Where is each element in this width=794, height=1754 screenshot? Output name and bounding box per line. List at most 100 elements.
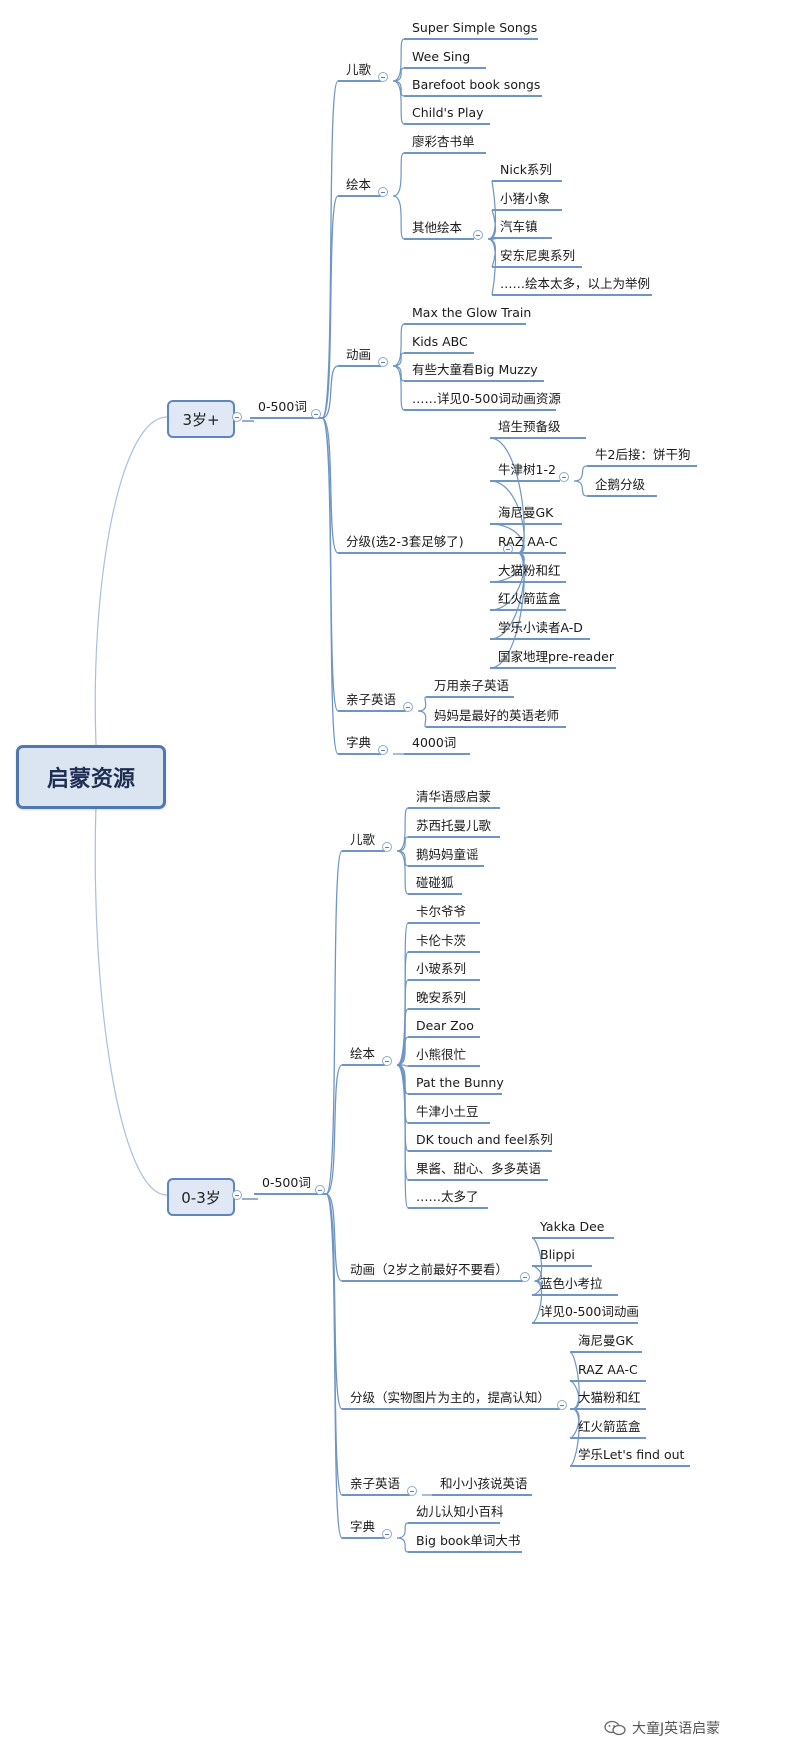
leaf-node[interactable]: Kids ABC bbox=[412, 334, 468, 350]
collapse-toggle-icon[interactable] bbox=[557, 1400, 567, 1410]
category-node[interactable]: 分级(选2-3套足够了) bbox=[346, 534, 464, 550]
leaf-node[interactable]: 海尼曼GK bbox=[578, 1333, 633, 1349]
collapse-toggle-icon[interactable] bbox=[378, 745, 388, 755]
collapse-toggle-icon[interactable] bbox=[403, 702, 413, 712]
leaf-node[interactable]: 清华语感启蒙 bbox=[416, 789, 491, 805]
leaf-node[interactable]: Big book单词大书 bbox=[416, 1533, 520, 1549]
leaf-node[interactable]: Yakka Dee bbox=[540, 1219, 604, 1235]
leaf-node[interactable]: 鹅妈妈童谣 bbox=[416, 847, 479, 863]
node-underline bbox=[532, 1237, 614, 1239]
leaf-node[interactable]: Barefoot book songs bbox=[412, 77, 540, 93]
node-underline bbox=[587, 465, 697, 467]
leaf-node[interactable]: 果酱、甜心、多多英语 bbox=[416, 1161, 541, 1177]
sub-leaf-node-label: ……绘本太多，以上为举例 bbox=[500, 276, 651, 291]
leaf-node-label: Kids ABC bbox=[412, 334, 468, 349]
collapse-toggle-icon[interactable] bbox=[232, 1190, 242, 1200]
leaf-node[interactable]: Child's Play bbox=[412, 105, 484, 121]
category-node[interactable]: 字典 bbox=[350, 1519, 375, 1535]
leaf-node[interactable]: 其他绘本 bbox=[412, 220, 462, 236]
root-node[interactable]: 启蒙资源 bbox=[16, 745, 166, 809]
age-sub-node[interactable]: 0-500词 bbox=[258, 399, 307, 415]
collapse-toggle-icon[interactable] bbox=[407, 1486, 417, 1496]
leaf-node[interactable]: 海尼曼GK bbox=[498, 505, 553, 521]
leaf-node[interactable]: 蓝色小考拉 bbox=[540, 1276, 603, 1292]
leaf-node[interactable]: 培生预备级 bbox=[498, 419, 561, 435]
collapse-toggle-icon[interactable] bbox=[382, 842, 392, 852]
leaf-node[interactable]: 大猫粉和红 bbox=[498, 563, 561, 579]
category-node[interactable]: 字典 bbox=[346, 735, 371, 751]
leaf-node[interactable]: 苏西托曼儿歌 bbox=[416, 818, 491, 834]
node-underline bbox=[404, 323, 526, 325]
leaf-node[interactable]: Max the Glow Train bbox=[412, 305, 531, 321]
leaf-node[interactable]: 大猫粉和红 bbox=[578, 1390, 641, 1406]
collapse-toggle-icon[interactable] bbox=[559, 472, 569, 482]
sub-leaf-node[interactable]: 小猪小象 bbox=[500, 191, 550, 207]
category-node-label: 动画（2岁之前最好不要看） bbox=[350, 1262, 508, 1277]
leaf-node[interactable]: 幼儿认知小百科 bbox=[416, 1504, 504, 1520]
leaf-node[interactable]: Blippi bbox=[540, 1247, 575, 1263]
leaf-node-label: 小玻系列 bbox=[416, 961, 467, 976]
collapse-toggle-icon[interactable] bbox=[473, 230, 483, 240]
category-node[interactable]: 动画 bbox=[346, 347, 371, 363]
leaf-node[interactable]: 万用亲子英语 bbox=[434, 678, 509, 694]
leaf-node[interactable]: 和小小孩说英语 bbox=[440, 1476, 528, 1492]
sub-leaf-node[interactable]: Nick系列 bbox=[500, 162, 552, 178]
leaf-node[interactable]: 国家地理pre-reader bbox=[498, 649, 614, 665]
node-underline bbox=[404, 38, 538, 40]
leaf-node[interactable]: 牛津小土豆 bbox=[416, 1104, 479, 1120]
sub-leaf-node[interactable]: 安东尼奥系列 bbox=[500, 248, 575, 264]
category-node[interactable]: 儿歌 bbox=[346, 62, 371, 78]
collapse-toggle-icon[interactable] bbox=[315, 1185, 325, 1195]
leaf-node[interactable]: RAZ AA-C bbox=[498, 534, 558, 550]
collapse-toggle-icon[interactable] bbox=[378, 187, 388, 197]
category-node[interactable]: 绘本 bbox=[350, 1046, 375, 1062]
sub-leaf-node[interactable]: 牛2后接：饼干狗 bbox=[595, 447, 690, 463]
sub-leaf-node[interactable]: ……绘本太多，以上为举例 bbox=[500, 276, 650, 292]
collapse-toggle-icon[interactable] bbox=[378, 72, 388, 82]
branch-node-b2[interactable]: 0-3岁 bbox=[167, 1178, 235, 1216]
collapse-toggle-icon[interactable] bbox=[232, 412, 242, 422]
leaf-node[interactable]: 妈妈是最好的英语老师 bbox=[434, 708, 559, 724]
age-sub-node[interactable]: 0-500词 bbox=[262, 1175, 311, 1191]
leaf-node[interactable]: 小玻系列 bbox=[416, 961, 466, 977]
category-node[interactable]: 亲子英语 bbox=[346, 692, 396, 708]
leaf-node[interactable]: 卡伦卡茨 bbox=[416, 933, 466, 949]
leaf-node[interactable]: 晚安系列 bbox=[416, 990, 466, 1006]
leaf-node[interactable]: Dear Zoo bbox=[416, 1018, 474, 1034]
collapse-toggle-icon[interactable] bbox=[382, 1529, 392, 1539]
collapse-toggle-icon[interactable] bbox=[311, 409, 321, 419]
leaf-node[interactable]: Super Simple Songs bbox=[412, 20, 537, 36]
sub-leaf-node[interactable]: 汽车镇 bbox=[500, 219, 538, 235]
leaf-node[interactable]: 红火箭蓝盒 bbox=[578, 1419, 641, 1435]
branch-node-b1[interactable]: 3岁+ bbox=[167, 400, 235, 438]
category-node[interactable]: 亲子英语 bbox=[350, 1476, 400, 1492]
leaf-node[interactable]: ……太多了 bbox=[416, 1189, 479, 1205]
leaf-node[interactable]: 红火箭蓝盒 bbox=[498, 591, 561, 607]
category-node[interactable]: 动画（2岁之前最好不要看） bbox=[350, 1262, 508, 1278]
leaf-node[interactable]: 学乐Let's find out bbox=[578, 1447, 684, 1463]
leaf-node[interactable]: 4000词 bbox=[412, 735, 456, 751]
category-node[interactable]: 分级（实物图片为主的，提高认知） bbox=[350, 1390, 550, 1406]
leaf-node[interactable]: Pat the Bunny bbox=[416, 1075, 504, 1091]
leaf-node[interactable]: 碰碰狐 bbox=[416, 875, 454, 891]
sub-leaf-node[interactable]: 企鹅分级 bbox=[595, 477, 645, 493]
leaf-node[interactable]: 详见0-500词动画 bbox=[540, 1304, 639, 1320]
node-underline bbox=[490, 552, 566, 554]
node-underline bbox=[492, 180, 562, 182]
collapse-toggle-icon[interactable] bbox=[378, 357, 388, 367]
collapse-toggle-icon[interactable] bbox=[382, 1056, 392, 1066]
leaf-node[interactable]: Wee Sing bbox=[412, 49, 470, 65]
leaf-node[interactable]: ……详见0-500词动画资源 bbox=[412, 391, 561, 407]
leaf-node[interactable]: 廖彩杏书单 bbox=[412, 134, 475, 150]
leaf-node[interactable]: DK touch and feel系列 bbox=[416, 1132, 553, 1148]
node-underline bbox=[408, 1150, 552, 1152]
leaf-node[interactable]: 小熊很忙 bbox=[416, 1047, 466, 1063]
leaf-node[interactable]: 牛津树1-2 bbox=[498, 462, 556, 478]
leaf-node[interactable]: 学乐小读者A-D bbox=[498, 620, 583, 636]
collapse-toggle-icon[interactable] bbox=[519, 1272, 530, 1282]
leaf-node[interactable]: RAZ AA-C bbox=[578, 1362, 638, 1378]
leaf-node[interactable]: 有些大童看Big Muzzy bbox=[412, 362, 538, 378]
leaf-node[interactable]: 卡尔爷爷 bbox=[416, 904, 466, 920]
category-node[interactable]: 儿歌 bbox=[350, 832, 375, 848]
category-node[interactable]: 绘本 bbox=[346, 177, 371, 193]
